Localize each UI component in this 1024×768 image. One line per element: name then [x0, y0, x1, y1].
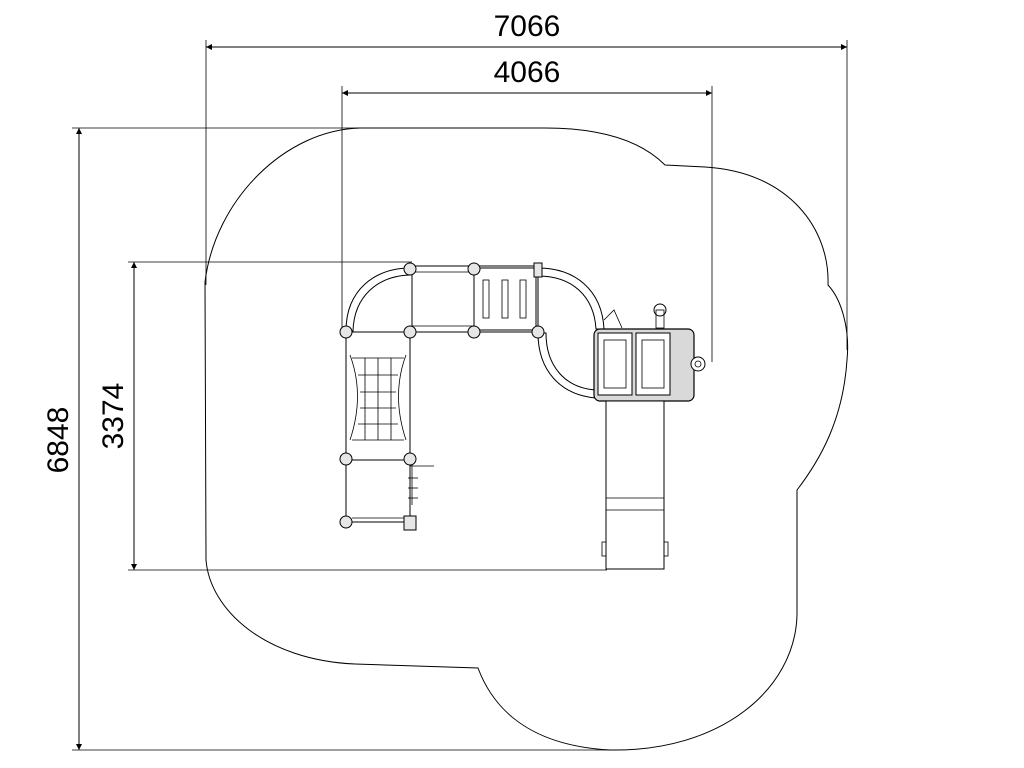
deck-panel-left	[597, 332, 633, 396]
dim-structure-width: 4066	[494, 56, 561, 89]
deck-panel-right	[635, 332, 671, 396]
steering-wheel	[690, 356, 706, 372]
climbing-net	[349, 354, 407, 441]
dim-overall-width: 7066	[494, 10, 561, 43]
dim-overall-height: 6848	[42, 407, 75, 474]
post	[467, 325, 481, 339]
play-structure	[339, 262, 706, 570]
curved-barrier-right	[537, 267, 605, 330]
post	[403, 262, 417, 276]
post	[339, 325, 353, 339]
post	[403, 325, 417, 339]
dim-structure-height: 3374	[97, 383, 130, 450]
slide	[605, 400, 665, 570]
curved-tunnel	[537, 332, 597, 399]
lower-frame	[345, 459, 411, 523]
safety-zone-outline	[204, 127, 849, 751]
post	[339, 515, 353, 529]
post	[339, 452, 353, 466]
post	[531, 325, 545, 339]
post	[403, 452, 417, 466]
post	[467, 262, 481, 276]
curved-barrier-left	[345, 267, 411, 332]
